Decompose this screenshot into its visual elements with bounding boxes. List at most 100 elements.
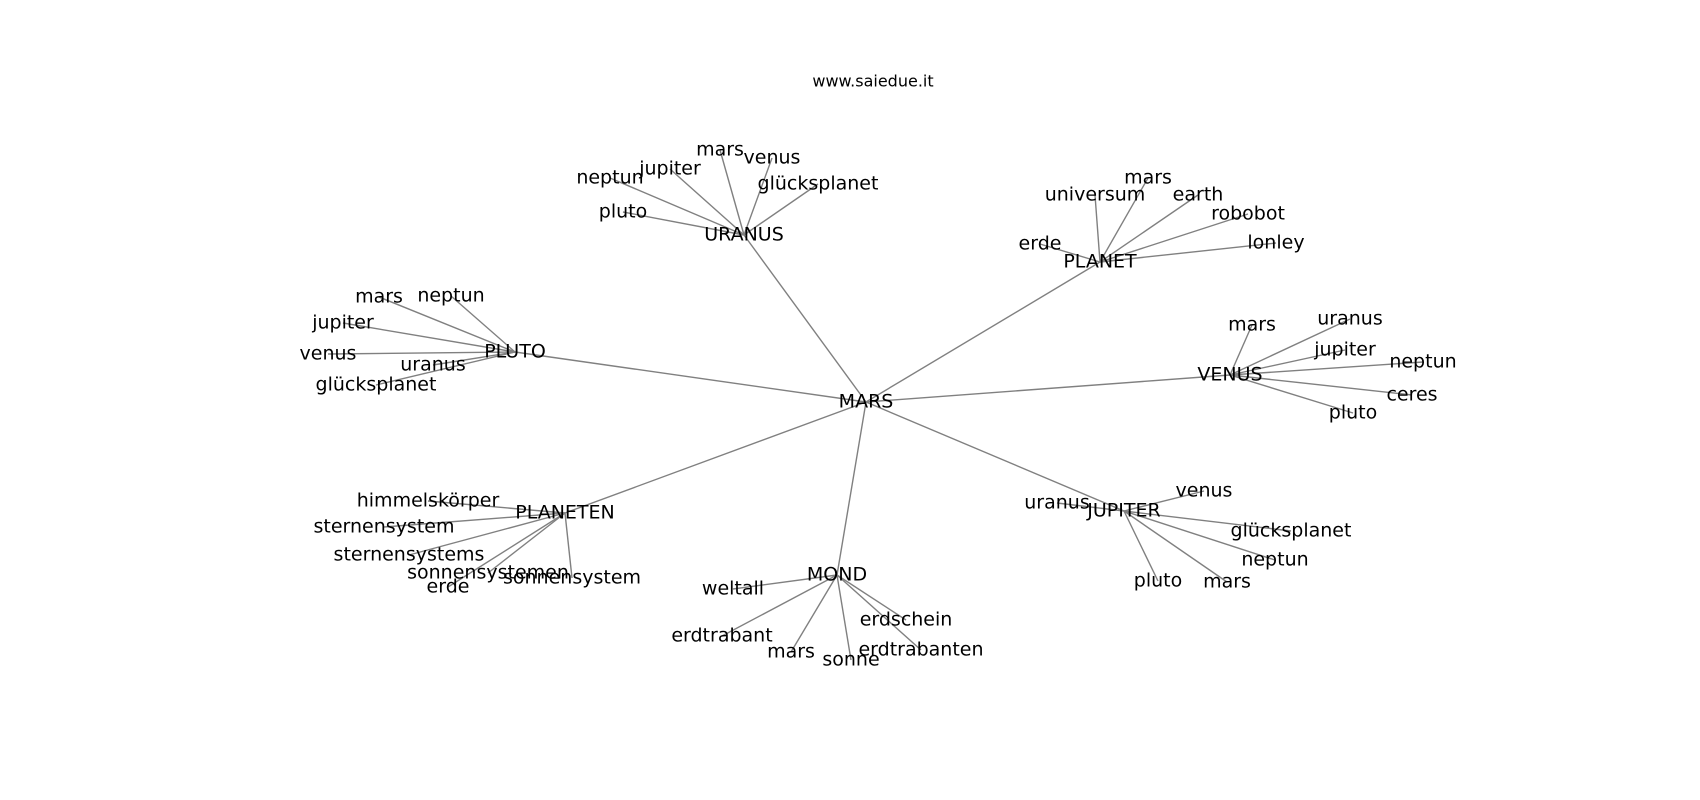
edge-jupiter-3 — [1123, 510, 1276, 561]
edge-jupiter-5 — [1123, 510, 1159, 582]
edge-root-mond — [836, 401, 867, 576]
edge-pluto-4 — [432, 351, 516, 366]
node-leaf: pluto — [1134, 570, 1182, 592]
node-leaf: neptun — [417, 285, 484, 307]
node-leaf: erdschein — [860, 609, 953, 631]
edge-venus-4 — [1229, 374, 1413, 396]
node-leaf: neptun — [1389, 351, 1456, 373]
node-leaf: erde — [427, 576, 470, 598]
edge-mond-3 — [836, 574, 852, 661]
edge-jupiter-4 — [1123, 510, 1228, 583]
edge-planet-2 — [1099, 177, 1149, 263]
node-hub-planeten: PLANETEN — [515, 502, 615, 524]
edge-planeten-5 — [564, 512, 573, 579]
edge-venus-0 — [1229, 324, 1253, 376]
edge-uranus-0 — [622, 211, 745, 236]
node-leaf: mars — [696, 139, 744, 161]
diagram-title: www.saiedue.it — [812, 72, 933, 91]
node-leaf: venus — [1176, 480, 1233, 502]
edge-uranus-5 — [743, 183, 819, 236]
node-leaf: earth — [1173, 184, 1224, 206]
edge-venus-1 — [1229, 318, 1351, 376]
node-leaf: universum — [1045, 184, 1146, 206]
edge-root-planet — [865, 261, 1101, 403]
node-leaf: uranus — [1024, 492, 1089, 514]
edge-planet-4 — [1099, 213, 1249, 263]
edge-root-pluto — [514, 351, 867, 403]
node-leaf: mars — [1228, 314, 1276, 336]
edge-uranus-4 — [743, 157, 773, 236]
node-leaf: sonnensystemen — [407, 562, 569, 584]
node-leaf: mars — [1124, 167, 1172, 189]
node-leaf: mars — [767, 641, 815, 663]
node-leaf: sonne — [822, 649, 879, 671]
edge-pluto-1 — [450, 295, 516, 353]
node-root: MARS — [839, 391, 894, 413]
node-hub-uranus: URANUS — [704, 224, 784, 246]
edge-planet-3 — [1099, 194, 1199, 263]
node-leaf: venus — [300, 343, 357, 365]
edge-pluto-3 — [327, 351, 516, 355]
node-leaf: robobot — [1211, 203, 1285, 225]
edge-planeten-1 — [383, 512, 566, 528]
edge-venus-5 — [1229, 374, 1354, 414]
node-leaf: mars — [1203, 571, 1251, 593]
edge-mond-0 — [732, 574, 838, 590]
edge-mond-2 — [790, 574, 838, 653]
node-leaf: erdtrabanten — [858, 639, 983, 661]
edge-planet-5 — [1099, 242, 1277, 263]
node-leaf: sonnensystem — [503, 567, 641, 589]
node-leaf: glücksplanet — [316, 374, 437, 396]
node-leaf: erde — [1019, 233, 1062, 255]
edge-uranus-2 — [669, 168, 745, 236]
node-leaf: jupiter — [638, 158, 701, 180]
node-leaf: neptun — [576, 167, 643, 189]
node-leaf: sternensystem — [314, 516, 455, 538]
node-leaf: erdtrabant — [671, 625, 772, 647]
node-hub-jupiter: JUPITER — [1086, 500, 1160, 522]
node-leaf: uranus — [1317, 308, 1382, 330]
edge-uranus-1 — [609, 177, 745, 236]
node-hub-pluto: PLUTO — [484, 341, 546, 363]
node-leaf: jupiter — [1313, 339, 1376, 361]
edges-layer — [327, 149, 1424, 661]
edge-jupiter-2 — [1123, 510, 1292, 532]
node-leaf: glücksplanet — [758, 173, 879, 195]
node-leaf: pluto — [599, 201, 647, 223]
edge-root-uranus — [743, 234, 867, 403]
node-leaf: weltall — [702, 578, 764, 600]
edge-pluto-5 — [375, 351, 516, 386]
edge-planet-1 — [1094, 194, 1101, 263]
node-leaf: mars — [355, 286, 403, 308]
edge-planet-0 — [1039, 243, 1101, 263]
edge-mond-5 — [836, 574, 922, 651]
node-leaf: jupiter — [311, 312, 374, 334]
node-leaf: venus — [744, 147, 801, 169]
edge-jupiter-1 — [1123, 490, 1205, 512]
node-hub-mond: MOND — [807, 564, 867, 586]
edge-mond-4 — [836, 574, 907, 621]
edge-venus-2 — [1229, 349, 1346, 376]
edge-planeten-2 — [408, 512, 566, 556]
node-leaf: uranus — [400, 354, 465, 376]
edge-uranus-3 — [719, 149, 745, 236]
node-leaf: lonley — [1247, 232, 1304, 254]
node-leaf: sternensystems — [334, 544, 485, 566]
node-leaf: himmelskörper — [357, 490, 500, 512]
node-hub-planet: PLANET — [1063, 251, 1137, 273]
edge-planeten-3 — [487, 512, 566, 574]
edge-root-planeten — [564, 401, 867, 514]
edge-root-jupiter — [865, 401, 1125, 512]
edge-pluto-0 — [378, 296, 516, 353]
edge-planeten-4 — [447, 512, 566, 588]
node-leaf: pluto — [1329, 402, 1377, 424]
node-leaf: ceres — [1386, 384, 1437, 406]
edge-root-venus — [865, 374, 1231, 403]
node-hub-venus: VENUS — [1197, 364, 1262, 386]
edge-planeten-0 — [427, 500, 566, 514]
edge-pluto-2 — [342, 322, 516, 353]
node-leaf: glücksplanet — [1231, 520, 1352, 542]
edge-venus-3 — [1229, 361, 1424, 376]
node-leaf: neptun — [1241, 549, 1308, 571]
